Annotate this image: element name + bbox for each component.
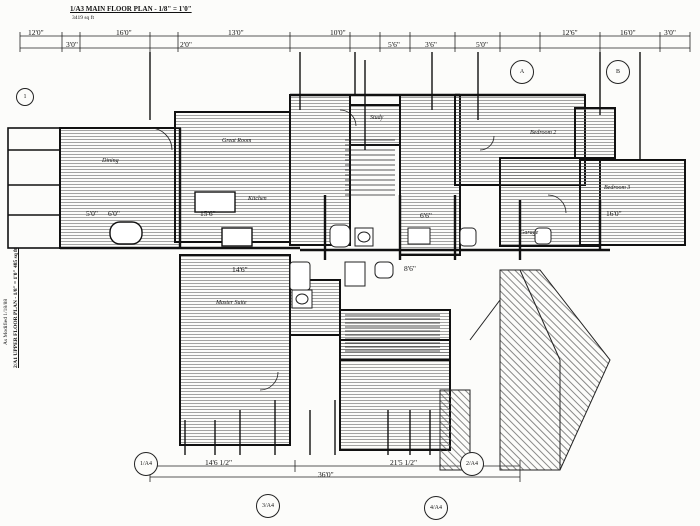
dim-label: 2'0" (180, 40, 192, 49)
section-marker: A (510, 60, 534, 84)
bath-fixtures (289, 224, 552, 309)
dim-label: 5'0" (476, 40, 488, 49)
left-section (7, 127, 61, 249)
room-label: Bedroom 2 (530, 130, 557, 136)
upper-wing (59, 94, 686, 256)
dim-label: 3'6" (425, 40, 437, 49)
dim-label: 12'0" (28, 28, 44, 37)
dim-label: 3'0" (664, 28, 676, 37)
dim-label: 14'6" (232, 265, 248, 274)
section-marker: 3/A4 (256, 494, 280, 518)
room-label: Great Room (222, 138, 252, 144)
north-marker: 1 (16, 88, 34, 106)
dimension-ticks (19, 32, 691, 52)
door-swings (149, 109, 567, 391)
section-marker: 4/A4 (424, 496, 448, 520)
room-label: Garage (520, 230, 539, 236)
dim-label: 12'6" (562, 28, 578, 37)
annotation-leaders (149, 52, 641, 455)
stairs (345, 139, 440, 352)
dim-label: 16'0" (620, 28, 636, 37)
roof-ridges (469, 269, 561, 470)
dim-label: 6'6" (420, 211, 432, 220)
top-dimension-line (20, 35, 690, 49)
dim-label: 15'6" (200, 209, 216, 218)
section-marker: B (606, 60, 630, 84)
section-marker: 2/A4 (460, 452, 484, 476)
room-label: Dining (102, 158, 119, 164)
dim-label: 21'5 1/2" (390, 458, 418, 467)
room-label: Study (370, 115, 384, 121)
section-marker: 1/A4 (134, 452, 158, 476)
dim-label: 5'0" (86, 209, 98, 218)
room-label: Bedroom 3 (604, 185, 631, 191)
dim-label: 5'6" (388, 40, 400, 49)
floor-area: 3419 sq ft (72, 15, 94, 21)
room-label: Master Suite (216, 300, 247, 306)
dim-label: 13'0" (228, 28, 244, 37)
roof-plan (439, 269, 611, 471)
dim-label: 10'0" (330, 28, 346, 37)
sheet-title: 1/A3 MAIN FLOOR PLAN - 1/8" = 1'0" (70, 5, 192, 13)
dim-label: 8'6" (404, 264, 416, 273)
dim-label: 14'6 1/2" (205, 458, 233, 467)
revision-note: As Modified 1/18/88 (3, 298, 9, 345)
kitchen-island (109, 191, 253, 247)
dim-label: 6'0" (108, 209, 120, 218)
room-label: Kitchen (248, 196, 267, 202)
lower-wing (179, 254, 451, 451)
upper-floor-title: 2/A1 UPPER FLOOR PLAN - 1/8" = 1'0" 485 … (13, 248, 19, 368)
dim-label: 16'0" (116, 28, 132, 37)
dim-label: 36'0" (318, 470, 334, 479)
dim-label: 3'0" (66, 40, 78, 49)
dim-label: 16'0" (606, 209, 622, 218)
